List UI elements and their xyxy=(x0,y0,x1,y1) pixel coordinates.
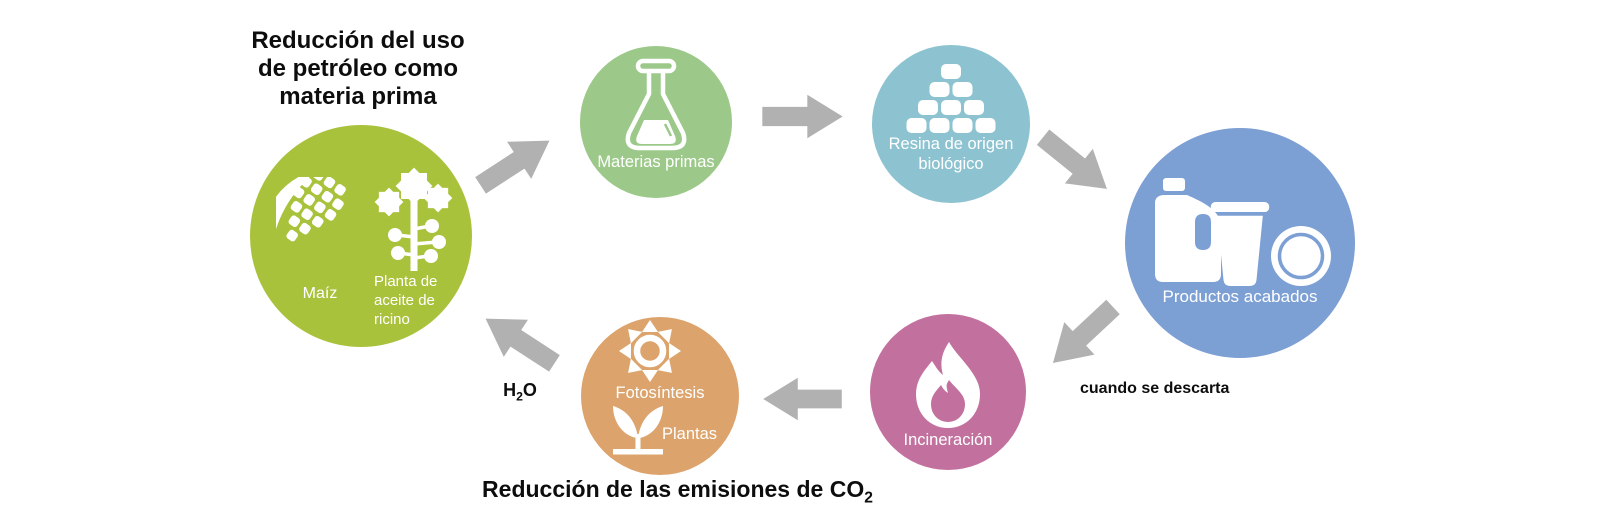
photosynthesis-node: Fotosíntesis Plantas xyxy=(581,317,739,475)
arrow-photosynthesis-to-feedstock-icon xyxy=(473,300,567,382)
petroleum-reduction-caption: Reducción del uso de petróleo como mater… xyxy=(227,27,489,111)
bio-resin-label: Resina de origen biológico xyxy=(888,135,1014,173)
corn-label: Maíz xyxy=(302,285,338,302)
incineration-label: Incineración xyxy=(903,431,993,449)
arrow-resin-to-products-icon xyxy=(1029,119,1121,207)
arrow-incineration-to-photosynthesis-icon xyxy=(763,377,842,421)
photosynthesis-label: Fotosíntesis xyxy=(615,384,705,402)
castor-plant-icon xyxy=(374,167,453,271)
bio-resin-node: Resina de origen biológico xyxy=(872,45,1030,203)
flame-icon xyxy=(916,342,980,428)
resin-pellets-icon xyxy=(906,64,996,133)
co2-reduction-caption: Reducción de las emisiones de CO2 xyxy=(482,476,873,507)
sun-icon xyxy=(619,320,681,382)
finished-products-label: Productos acabados xyxy=(1162,287,1318,306)
arrow-products-to-incineration-icon xyxy=(1037,290,1129,380)
sprout-icon xyxy=(613,406,663,455)
petroleum-caption-line: de petróleo como xyxy=(257,55,459,82)
incineration-node: Incineración xyxy=(870,314,1026,470)
arrow-raw-materials-to-resin-icon xyxy=(762,94,843,139)
feedstock-node: Maíz Planta de aceite de ricino xyxy=(250,125,472,347)
flask-icon xyxy=(625,58,687,151)
petroleum-caption-line: materia prima xyxy=(279,83,437,110)
cup-icon xyxy=(1210,202,1270,286)
arrow-feedstock-to-raw-materials-icon xyxy=(468,122,562,204)
petroleum-caption-line: Reducción del uso xyxy=(251,27,465,54)
h2o-label: H2O xyxy=(503,380,537,404)
corn-icon xyxy=(276,177,346,242)
plants-label: Plantas xyxy=(662,425,718,443)
raw-materials-label: Materias primas xyxy=(597,153,715,171)
castor-plant-label: Planta de aceite de ricino xyxy=(374,273,438,328)
plate-icon xyxy=(1271,226,1331,286)
finished-products-node: Productos acabados xyxy=(1125,128,1355,358)
jug-icon xyxy=(1155,178,1221,282)
raw-materials-node: Materias primas xyxy=(580,46,732,198)
discard-label: cuando se descarta xyxy=(1080,380,1230,397)
